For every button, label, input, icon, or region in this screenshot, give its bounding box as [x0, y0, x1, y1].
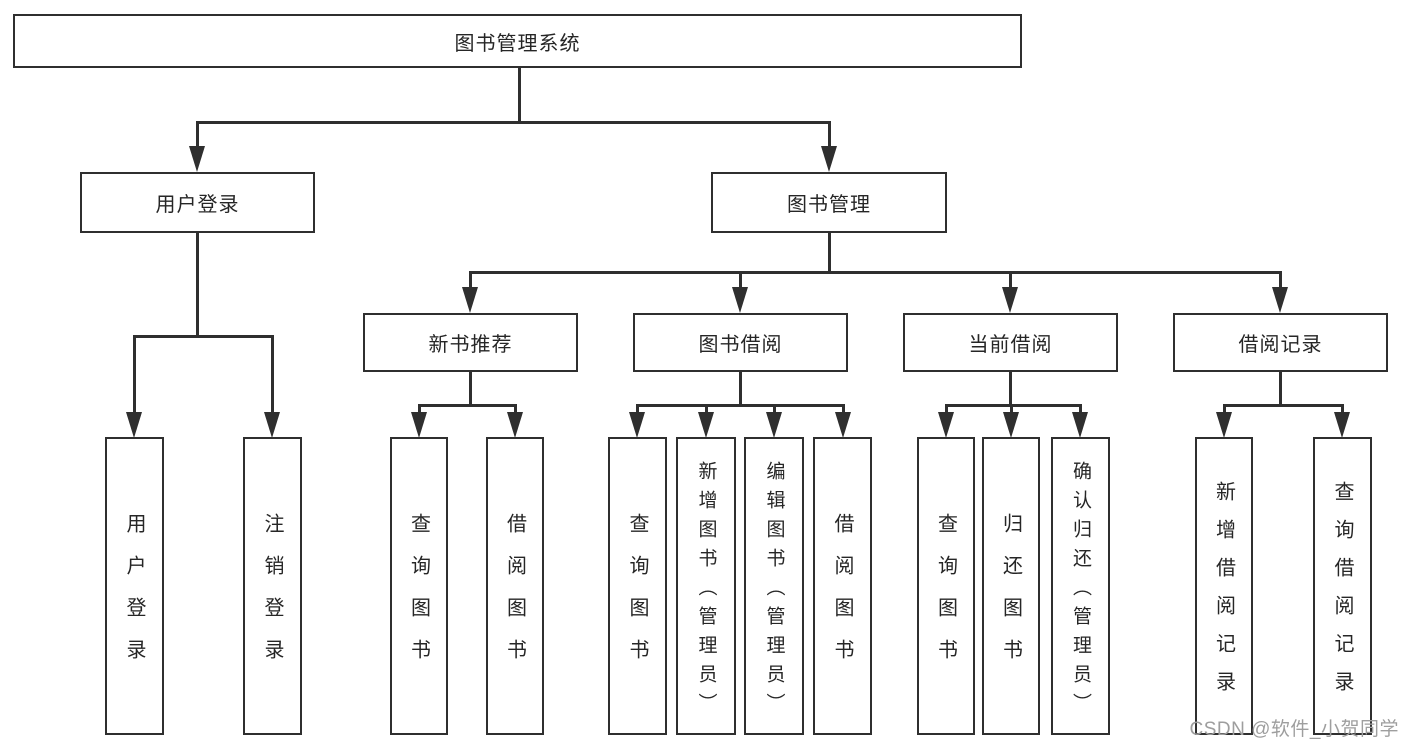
connector-records-stem	[1279, 372, 1282, 405]
arrowhead-down-icon	[938, 412, 954, 438]
leaf-label: 新增借阅记录	[1212, 481, 1235, 709]
node-current-borrowing: 当前借阅	[903, 313, 1118, 372]
csdn-watermark: CSDN @软件_小贺同学	[1189, 719, 1399, 740]
connector-root-stem	[518, 68, 521, 122]
connector-drop	[1009, 271, 1012, 289]
connector-drop	[1010, 404, 1013, 414]
node-label: 借阅记录	[1238, 334, 1323, 356]
leaf-label: 编辑图书（管理员）	[763, 460, 785, 722]
leaf-query-books-borrowing: 查询图书	[608, 437, 667, 735]
connector-bookmgmt-stem	[828, 233, 831, 273]
leaf-logout: 注销登录	[243, 437, 302, 735]
connector-drop	[773, 404, 776, 414]
connector-drop	[739, 271, 742, 289]
connector-userlogin-stem	[196, 233, 199, 336]
arrowhead-down-icon	[1003, 412, 1019, 438]
leaf-confirm-return-admin: 确认归还（管理员）	[1051, 437, 1110, 735]
connector-drop	[1341, 404, 1344, 414]
connector-drop	[196, 121, 199, 148]
leaf-label: 新增图书（管理员）	[695, 460, 717, 722]
connector-drop	[271, 335, 274, 413]
leaf-label: 查询借阅记录	[1331, 481, 1353, 709]
arrowhead-down-icon	[411, 412, 427, 438]
leaf-add-book-admin: 新增图书（管理员）	[676, 437, 736, 735]
leaf-label: 借阅图书	[503, 513, 526, 681]
connector-drop	[1279, 271, 1282, 289]
connector-drop	[705, 404, 708, 414]
leaf-query-books-recommend: 查询图书	[390, 437, 448, 735]
connector-current-rail	[945, 404, 1081, 407]
leaf-label: 用户登录	[123, 513, 145, 681]
arrowhead-down-icon	[264, 412, 280, 438]
arrowhead-down-icon	[629, 412, 645, 438]
arrowhead-down-icon	[1272, 287, 1288, 313]
leaf-label: 归还图书	[999, 513, 1022, 681]
connector-drop	[828, 121, 831, 148]
leaf-return-book: 归还图书	[982, 437, 1040, 735]
node-label: 新书推荐	[428, 334, 513, 356]
connector-drop	[945, 404, 948, 414]
connector-borrowing-rail	[636, 404, 844, 407]
connector-recommend-stem	[469, 372, 472, 405]
arrowhead-down-icon	[821, 146, 837, 172]
node-library-management-system: 图书管理系统	[13, 14, 1022, 68]
connector-drop	[1079, 404, 1082, 414]
arrowhead-down-icon	[462, 287, 478, 313]
connector-drop	[842, 404, 845, 414]
arrowhead-down-icon	[189, 146, 205, 172]
leaf-label: 确认归还（管理员）	[1070, 460, 1091, 722]
leaf-label: 注销登录	[261, 513, 283, 681]
node-label: 图书管理系统	[454, 32, 581, 55]
leaf-borrow-books-borrowing: 借阅图书	[813, 437, 872, 735]
node-label: 图书借阅	[698, 334, 783, 356]
connector-level2-rail	[196, 121, 831, 124]
node-book-borrowing: 图书借阅	[633, 313, 848, 372]
node-label: 当前借阅	[968, 334, 1053, 356]
connector-drop	[514, 404, 517, 414]
arrowhead-down-icon	[1334, 412, 1350, 438]
connector-level3-rail	[469, 271, 1281, 274]
leaf-add-borrow-record: 新增借阅记录	[1195, 437, 1253, 735]
arrowhead-down-icon	[1216, 412, 1232, 438]
connector-current-stem	[1009, 372, 1012, 405]
arrowhead-down-icon	[507, 412, 523, 438]
connector-drop	[1223, 404, 1226, 414]
arrowhead-down-icon	[732, 287, 748, 313]
arrowhead-down-icon	[835, 412, 851, 438]
node-new-book-recommend: 新书推荐	[363, 313, 578, 372]
arrowhead-down-icon	[1072, 412, 1088, 438]
node-user-login: 用户登录	[80, 172, 315, 233]
connector-drop	[133, 335, 136, 413]
connector-drop	[469, 271, 472, 289]
leaf-user-login: 用户登录	[105, 437, 164, 735]
arrowhead-down-icon	[1002, 287, 1018, 313]
node-label: 用户登录	[155, 194, 240, 216]
leaf-query-books-current: 查询图书	[917, 437, 975, 735]
connector-recommend-rail	[418, 404, 516, 407]
node-label: 图书管理	[787, 194, 871, 216]
arrowhead-down-icon	[698, 412, 714, 438]
arrowhead-down-icon	[126, 412, 142, 438]
leaf-label: 查询图书	[626, 513, 648, 681]
leaf-label: 查询图书	[934, 513, 957, 681]
connector-borrowing-stem	[739, 372, 742, 405]
arrowhead-down-icon	[766, 412, 782, 438]
leaf-query-borrow-record: 查询借阅记录	[1313, 437, 1372, 735]
node-borrowing-records: 借阅记录	[1173, 313, 1388, 372]
leaf-label: 借阅图书	[831, 513, 853, 681]
node-book-management: 图书管理	[711, 172, 947, 233]
connector-drop	[636, 404, 639, 414]
connector-records-rail	[1223, 404, 1343, 407]
leaf-edit-book-admin: 编辑图书（管理员）	[744, 437, 804, 735]
connector-drop	[418, 404, 421, 414]
connector-userlogin-rail	[133, 335, 274, 338]
leaf-borrow-books-recommend: 借阅图书	[486, 437, 544, 735]
leaf-label: 查询图书	[407, 513, 430, 681]
